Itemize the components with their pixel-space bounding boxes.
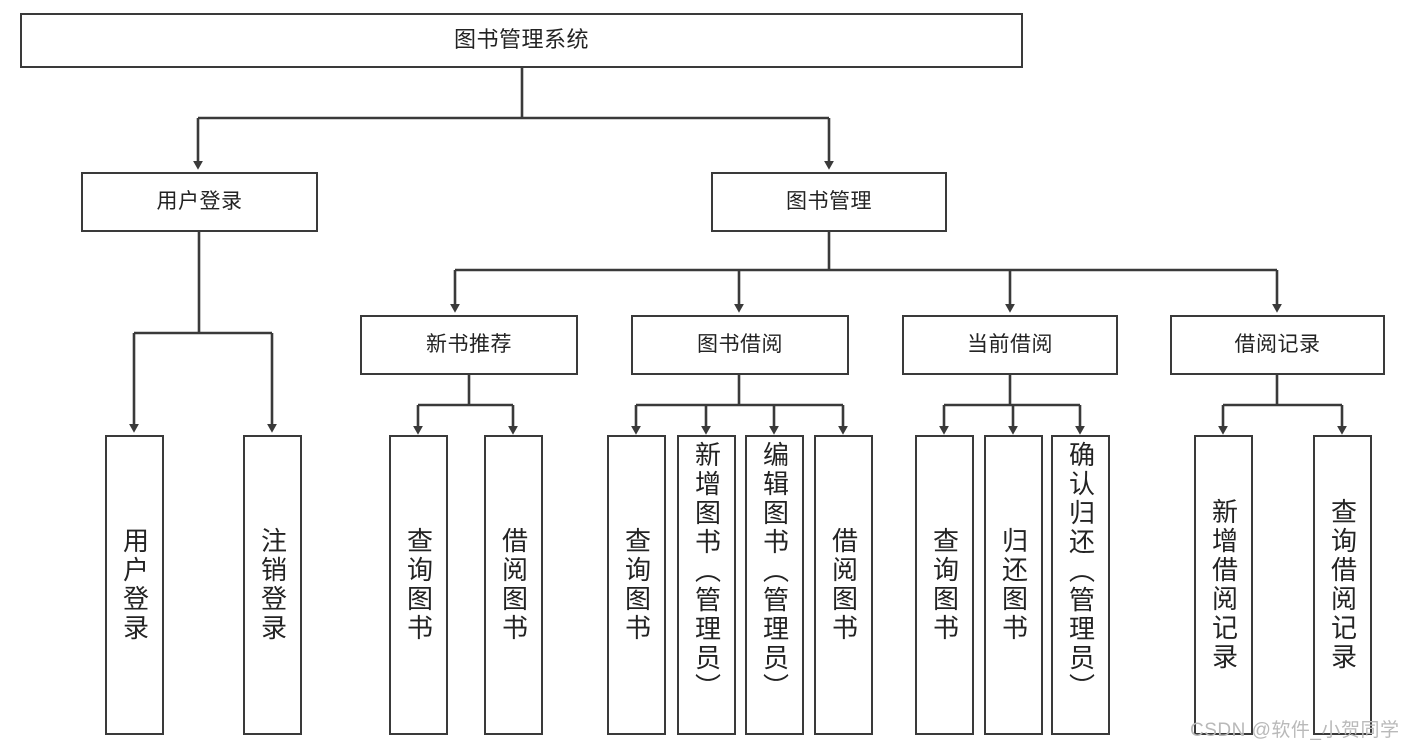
leaf-current-search-books[interactable]: 查询图书	[915, 435, 974, 735]
node-label: 新增借阅记录	[1208, 498, 1239, 672]
leaf-user-login-signout[interactable]: 注销登录	[243, 435, 302, 735]
node-current-borrow[interactable]: 当前借阅	[902, 315, 1118, 375]
node-label: 查询图书	[621, 527, 652, 643]
leaf-new-book-borrow-books[interactable]: 借阅图书	[484, 435, 543, 735]
node-label: 借阅记录	[1234, 333, 1321, 357]
leaf-borrow-search-books[interactable]: 查询图书	[607, 435, 666, 735]
node-label: 新书推荐	[426, 333, 512, 357]
node-label: 用户登录	[119, 527, 150, 643]
node-label: 确认归还（管理员）	[1065, 441, 1096, 702]
node-book-borrow[interactable]: 图书借阅	[631, 315, 849, 375]
node-label: 用户登录	[156, 190, 243, 214]
leaf-user-login-signin[interactable]: 用户登录	[105, 435, 164, 735]
node-label: 借阅图书	[498, 527, 529, 643]
node-user-login[interactable]: 用户登录	[81, 172, 318, 232]
node-label: 查询图书	[929, 527, 960, 643]
leaf-record-add-record[interactable]: 新增借阅记录	[1194, 435, 1253, 735]
leaf-borrow-add-book-admin[interactable]: 新增图书（管理员）	[677, 435, 736, 735]
node-label: 借阅图书	[828, 527, 859, 643]
node-book-management[interactable]: 图书管理	[711, 172, 947, 232]
node-label: 归还图书	[998, 527, 1029, 643]
node-label: 当前借阅	[967, 333, 1053, 357]
node-borrow-record[interactable]: 借阅记录	[1170, 315, 1385, 375]
node-label: 编辑图书（管理员）	[759, 441, 790, 702]
leaf-new-book-search-books[interactable]: 查询图书	[389, 435, 448, 735]
leaf-current-return-books[interactable]: 归还图书	[984, 435, 1043, 735]
node-label: 图书管理系统	[453, 27, 589, 53]
leaf-borrow-edit-book-admin[interactable]: 编辑图书（管理员）	[745, 435, 804, 735]
node-label: 图书管理	[786, 190, 872, 214]
csdn-watermark: CSDN @软件_小贺同学	[1190, 720, 1400, 741]
node-label: 注销登录	[257, 527, 288, 643]
node-new-book-recommend[interactable]: 新书推荐	[360, 315, 578, 375]
node-label: 新增图书（管理员）	[691, 441, 722, 702]
node-root-system[interactable]: 图书管理系统	[20, 13, 1023, 68]
leaf-current-confirm-return-admin[interactable]: 确认归还（管理员）	[1051, 435, 1110, 735]
leaf-borrow-borrow-books[interactable]: 借阅图书	[814, 435, 873, 735]
node-label: 查询借阅记录	[1327, 498, 1358, 672]
node-label: 图书借阅	[697, 333, 783, 357]
leaf-record-search-record[interactable]: 查询借阅记录	[1313, 435, 1372, 735]
node-label: 查询图书	[403, 527, 434, 643]
